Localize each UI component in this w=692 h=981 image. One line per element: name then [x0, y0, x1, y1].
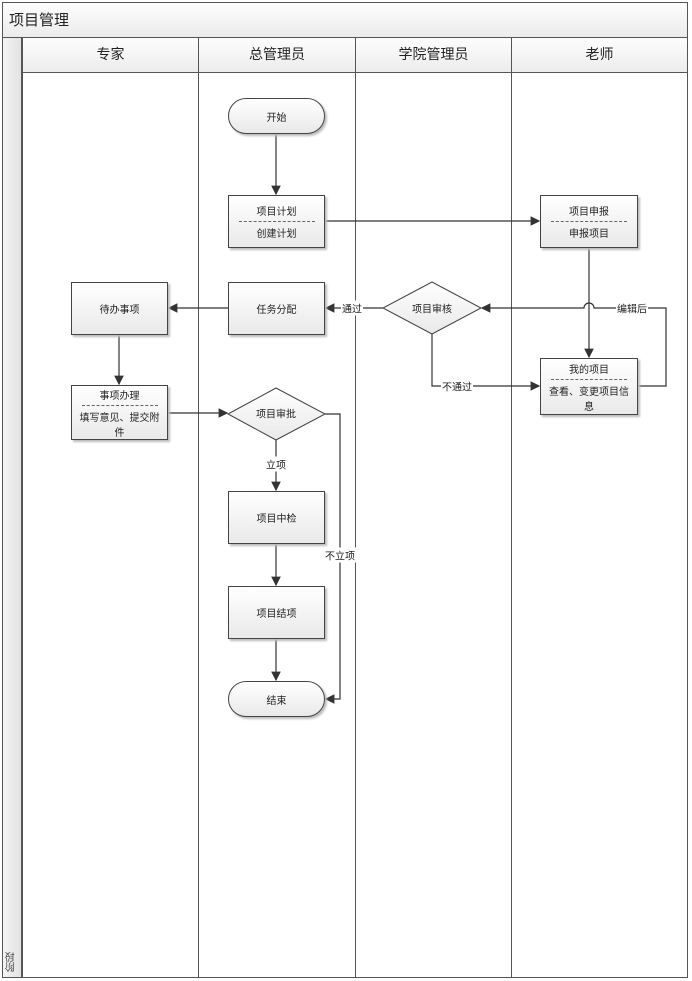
review-diamond	[381, 281, 483, 335]
edge-label-fail: 不通过	[441, 378, 473, 394]
phase-strip	[2, 37, 22, 978]
lane-header-admin: 总管理员	[198, 37, 356, 73]
handle-node[interactable]: 事项办理填写意见、提交附件	[71, 385, 168, 440]
plan-sub: 创建计划	[256, 229, 297, 240]
separator	[238, 221, 315, 222]
start-label: 开始	[266, 112, 287, 124]
lane-header-teacher: 老师	[511, 37, 688, 73]
start-node[interactable]: 开始	[228, 98, 325, 134]
end-label: 结束	[266, 695, 287, 707]
edge-review-my	[431, 334, 541, 391]
todo-label: 待办事项	[99, 305, 140, 316]
review-label[interactable]: 项目审核	[412, 304, 452, 316]
todo-node[interactable]: 待办事项	[71, 282, 168, 335]
close-node[interactable]: 项目结项	[228, 586, 325, 639]
plan-node[interactable]: 项目计划创建计划	[228, 195, 325, 248]
edge-label-rejected: 不立项	[324, 547, 356, 563]
plan-title: 项目计划	[256, 207, 297, 218]
apply-title: 项目申报	[569, 207, 609, 218]
separator	[550, 378, 628, 380]
midcheck-node[interactable]: 项目中检	[228, 491, 325, 544]
separator	[81, 404, 158, 406]
midcheck-label: 项目中检	[256, 514, 297, 525]
approve-diamond	[226, 387, 327, 441]
my-title: 我的项目	[569, 364, 609, 376]
apply-sub: 申报项目	[569, 229, 609, 240]
edge-label-approved: 立项	[265, 456, 287, 472]
end-node[interactable]: 结束	[228, 681, 325, 717]
handle-sub: 填写意见、提交附件	[79, 412, 160, 439]
apply-node[interactable]: 项目申报申报项目	[540, 195, 638, 248]
close-label: 项目结项	[256, 609, 297, 620]
separator	[550, 221, 628, 222]
assign-label: 任务分配	[256, 305, 297, 316]
my-sub: 查看、变更项目信息	[549, 386, 629, 413]
lane-teacher	[511, 72, 688, 978]
assign-node[interactable]: 任务分配	[228, 282, 325, 335]
edge-label-pass: 通过	[341, 300, 363, 316]
edge-label-edited: 编辑后	[616, 300, 648, 316]
lane-header-college-admin: 学院管理员	[355, 37, 512, 73]
my-project-node[interactable]: 我的项目查看、变更项目信息	[540, 358, 638, 415]
approve-label[interactable]: 项目审批	[256, 409, 296, 421]
handle-title: 事项办理	[99, 390, 140, 402]
